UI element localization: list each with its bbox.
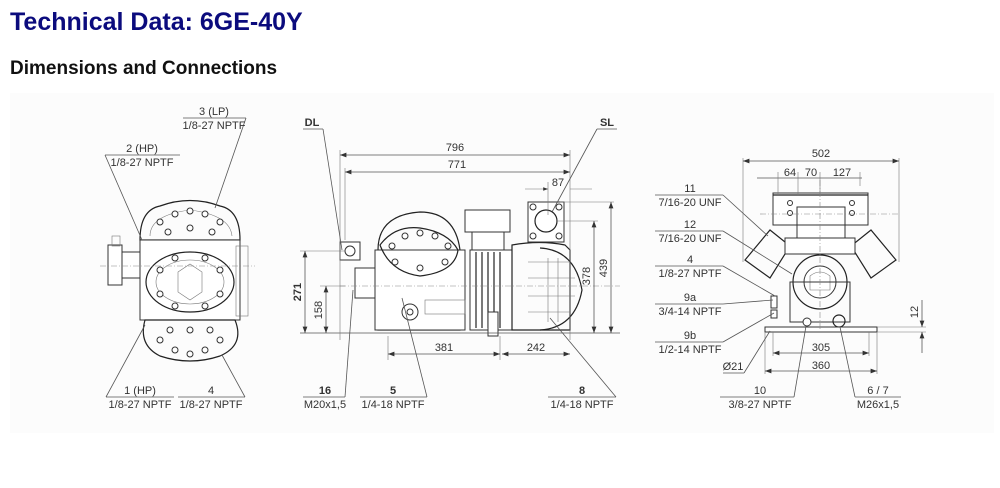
callout-5-id: 5 [390, 385, 396, 397]
dim-87: 87 [552, 177, 564, 189]
dim-242: 242 [527, 342, 545, 354]
dim-771: 771 [448, 159, 466, 171]
dim-70: 70 [805, 167, 817, 179]
dim-271: 271 [292, 283, 304, 301]
callout-6-7-id: 6 / 7 [867, 385, 888, 397]
dim-127: 127 [833, 167, 851, 179]
side-view [300, 128, 620, 398]
callout-4-front-id: 4 [208, 385, 214, 397]
callout-8-spec: 1/4-18 NPTF [551, 399, 614, 411]
callout-9b-id: 9b [684, 330, 696, 342]
front-view [100, 117, 255, 398]
callout-11-spec: 7/16-20 UNF [659, 197, 722, 209]
callout-12-id: 12 [684, 219, 696, 231]
dim-64: 64 [784, 167, 796, 179]
callout-6-7-spec: M26x1,5 [857, 399, 899, 411]
dim-796: 796 [446, 142, 464, 154]
callout-9b-spec: 1/2-14 NPTF [659, 344, 722, 356]
dim-378: 378 [581, 267, 593, 285]
callout-16-id: 16 [319, 385, 331, 397]
callout-1-hp-spec: 1/8-27 NPTF [109, 399, 172, 411]
dim-360: 360 [812, 360, 830, 372]
label-sl: SL [600, 117, 614, 129]
dim-12: 12 [909, 306, 921, 318]
dim-439: 439 [598, 259, 610, 277]
dim-502: 502 [812, 148, 830, 160]
label-dl: DL [305, 117, 320, 129]
page-title: Technical Data: 6GE-40Y [10, 8, 303, 36]
callout-5-spec: 1/4-18 NPTF [362, 399, 425, 411]
callout-4-end-spec: 1/8-27 NPTF [659, 268, 722, 280]
callout-3-lp-id: 3 (LP) [199, 106, 229, 118]
dim-hole-diameter: Ø21 [723, 361, 744, 373]
callout-12-spec: 7/16-20 UNF [659, 233, 722, 245]
dim-381: 381 [435, 342, 453, 354]
callout-16-spec: M20x1,5 [304, 399, 346, 411]
dim-305: 305 [812, 342, 830, 354]
callout-9a-spec: 3/4-14 NPTF [659, 306, 722, 318]
callout-4-end-id: 4 [687, 254, 693, 266]
callout-9a-id: 9a [684, 292, 697, 304]
end-view [655, 158, 926, 398]
dim-158: 158 [313, 301, 325, 319]
callout-2-hp-spec: 1/8-27 NPTF [111, 157, 174, 169]
callout-3-lp-spec: 1/8-27 NPTF [183, 120, 246, 132]
callout-10-spec: 3/8-27 NPTF [729, 399, 792, 411]
callout-4-front-spec: 1/8-27 NPTF [180, 399, 243, 411]
callout-8-id: 8 [579, 385, 585, 397]
callout-11-id: 11 [684, 183, 695, 195]
callout-1-hp-id: 1 (HP) [124, 385, 156, 397]
callout-2-hp-id: 2 (HP) [126, 143, 158, 155]
section-subtitle: Dimensions and Connections [10, 58, 278, 79]
callout-10-id: 10 [754, 385, 766, 397]
